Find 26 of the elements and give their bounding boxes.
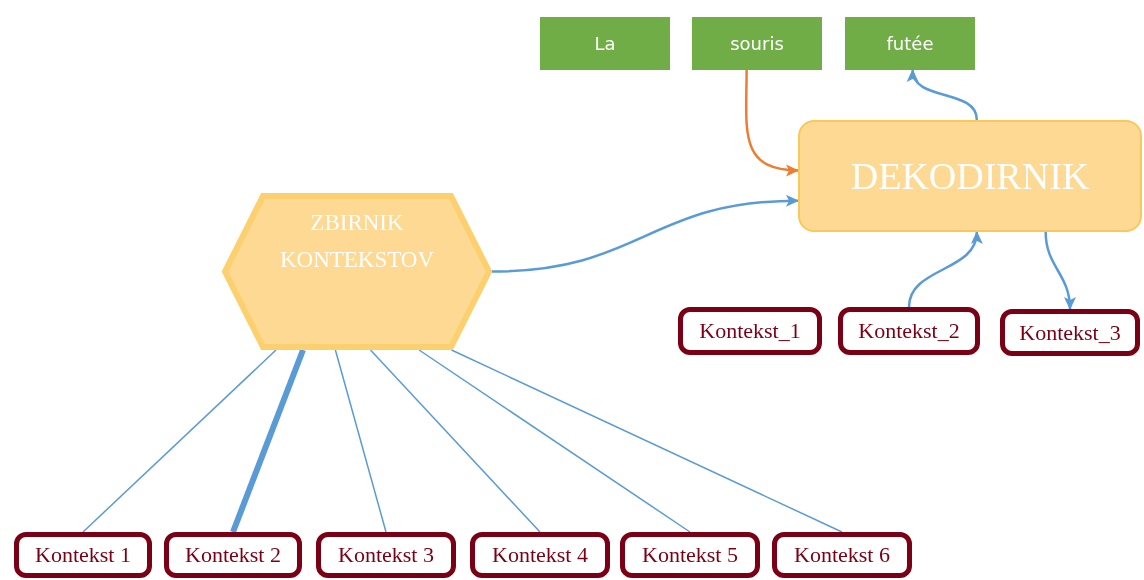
context-box: Kontekst_2 [838,307,980,355]
connector-line [418,349,691,533]
connector-line [334,349,387,533]
arrow [908,69,979,121]
connector-line [82,349,277,533]
word-box: souris [692,17,822,70]
connector-line [230,348,306,534]
hexagon-node [222,193,492,350]
arrow [1044,231,1076,310]
decoder-box: DEKODIRNIK [798,120,1142,232]
arrow [491,195,799,273]
context-box: Kontekst 3 [316,532,456,578]
word-box: La [540,17,670,70]
connector-line [369,349,541,533]
context-box: Kontekst 5 [620,532,760,578]
word-box: futée [845,17,975,70]
context-box: Kontekst 1 [14,532,152,578]
node-label: ZBIRNIK KONTEKSTOV [278,209,436,274]
context-box: Kontekst 2 [164,532,302,578]
connector-line [450,349,843,533]
arrow [744,70,799,176]
context-box: Kontekst 4 [470,532,610,578]
context-box: Kontekst_1 [678,307,822,355]
context-box: Kontekst_3 [1000,309,1140,356]
context-box: Kontekst 6 [772,532,912,578]
arrow [907,231,982,308]
